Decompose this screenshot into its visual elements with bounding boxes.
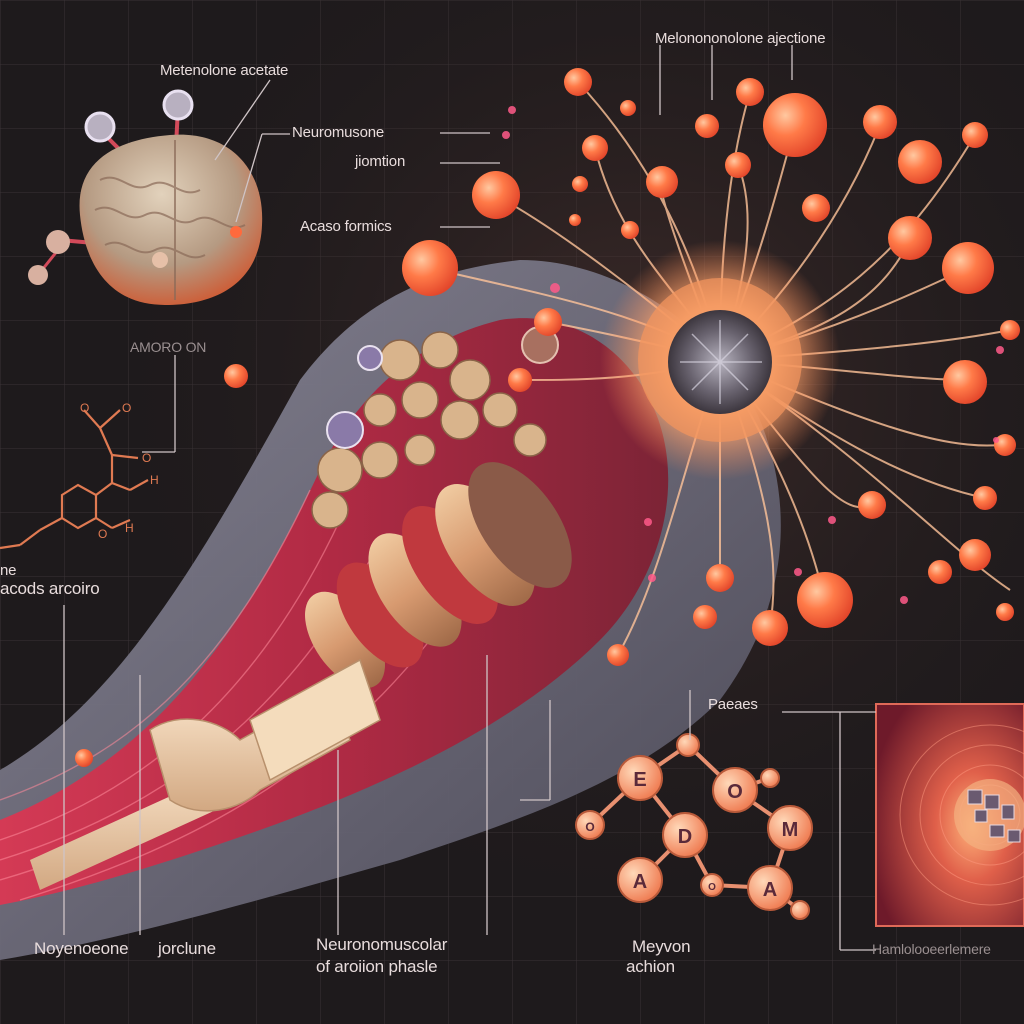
leader-lines [63, 45, 876, 951]
microscopy-inset [875, 703, 1024, 927]
chem-atom-label: O [122, 401, 131, 415]
label-bottom-right-1: Meyvon [632, 937, 691, 956]
chem-atom-label: O [80, 401, 89, 415]
molecule-atom-label: A [763, 879, 777, 901]
label-amoro-on: AMORO ON [130, 339, 207, 355]
molecule-atom-label: A [633, 871, 647, 893]
chem-atom-label: O [98, 527, 107, 541]
molecule-diagram: E O O D M A A O [575, 733, 813, 920]
molecule-atom-label: O [708, 882, 716, 893]
brain-illustration [28, 89, 263, 305]
label-bottom-left-2: jorclune [158, 939, 216, 958]
label-bottom-left-1: Noyenoeone [34, 939, 129, 958]
chemical-structure [0, 409, 149, 550]
molecule-atom-label: O [727, 781, 743, 803]
label-neuromuscone: Neuromusone [292, 124, 385, 141]
neuron-cell-illustration [75, 68, 1020, 767]
label-junction: jiomtion [355, 153, 406, 170]
label-top-right: Melonononolone ajectione [655, 30, 826, 47]
label-bottom-far-right: Hamlolooeerlemere [872, 941, 991, 957]
molecule-atom-label: E [633, 769, 646, 791]
chem-atom-label: O [142, 451, 151, 465]
label-bottom-mid-1: Neuronomuscolar [316, 935, 448, 954]
molecule-atom-label: D [678, 826, 692, 848]
label-bottom-mid-2: of aroiion phasle [316, 957, 438, 976]
label-acid-formics: Acaso formics [300, 218, 392, 235]
molecule-atom-label: M [782, 819, 799, 841]
label-metenolone-acetate: Metenolone acetate [160, 62, 289, 79]
label-bottom-right-2: achion [626, 957, 675, 976]
label-acods-arcoiro: acods arcoiro [0, 579, 100, 598]
molecule-atom-label: O [585, 820, 594, 834]
label-paeaes: Paeaes [708, 696, 758, 713]
label-ne: ne [0, 562, 17, 579]
chem-letters: O O O H O H [80, 401, 159, 541]
chem-atom-label: H [150, 473, 159, 487]
chem-atom-label: H [125, 521, 134, 535]
